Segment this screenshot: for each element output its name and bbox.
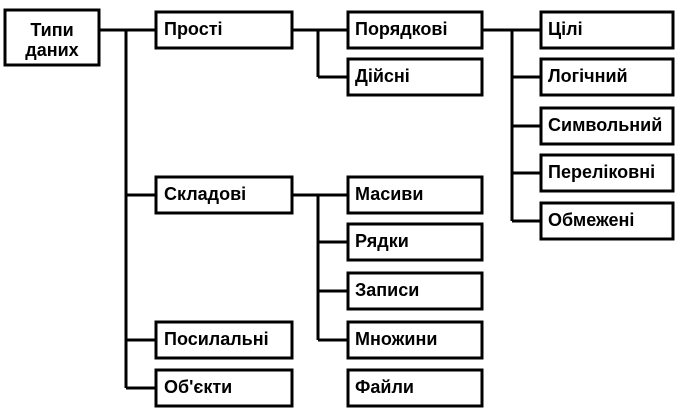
node-objects-label: Об'єкти (164, 377, 232, 397)
node-subrange: Обмежені (539, 201, 675, 241)
node-objects: Об'єкти (154, 368, 294, 408)
node-subrange-label: Обмежені (548, 210, 634, 230)
node-char-box (539, 106, 675, 146)
node-files: Файли (346, 368, 484, 408)
node-strings: Рядки (346, 222, 484, 262)
node-root-label-line1: Типи (30, 20, 73, 40)
node-objects-box (154, 368, 294, 408)
node-boolean: Логічний (539, 57, 675, 97)
node-enumerated: Переліковні (539, 153, 675, 193)
node-reference-box (154, 320, 294, 360)
node-enumerated-box (539, 153, 675, 193)
node-char: Символьний (539, 106, 675, 146)
node-root-label-line2: даних (25, 40, 78, 60)
node-root-box (3, 8, 101, 67)
node-boolean-label: Логічний (548, 66, 628, 86)
node-simple: Прості (154, 10, 294, 50)
node-strings-label: Рядки (355, 231, 409, 251)
node-char-label: Символьний (548, 115, 662, 135)
node-records-box (346, 271, 484, 311)
node-records-label: Записи (355, 280, 419, 300)
node-strings-box (346, 222, 484, 262)
node-arrays: Масиви (346, 175, 484, 215)
node-real: Дійсні (346, 57, 484, 97)
connectors (99, 28, 541, 390)
node-composite-label: Складові (164, 184, 246, 204)
node-composite: Складові (154, 175, 294, 215)
node-arrays-box (346, 175, 484, 215)
node-ordinal-box (346, 10, 484, 50)
node-sets: Множини (346, 320, 484, 360)
node-simple-box (154, 10, 294, 50)
node-files-label: Файли (355, 377, 414, 397)
node-ordinal-label: Порядкові (355, 19, 447, 39)
node-composite-box (154, 175, 294, 215)
node-reference: Посилальні (154, 320, 294, 360)
node-boolean-box (539, 57, 675, 97)
node-enumerated-label: Переліковні (548, 162, 655, 182)
node-files-box (346, 368, 484, 408)
node-arrays-label: Масиви (355, 184, 423, 204)
node-ordinal: Порядкові (346, 10, 484, 50)
node-sets-box (346, 320, 484, 360)
node-integer: Цілі (539, 10, 675, 50)
node-reference-label: Посилальні (164, 329, 269, 349)
node-sets-label: Множини (355, 329, 437, 349)
node-integer-box (539, 10, 675, 50)
node-records: Записи (346, 271, 484, 311)
node-integer-label: Цілі (548, 19, 583, 39)
node-simple-label: Прості (164, 19, 223, 39)
node-real-box (346, 57, 484, 97)
node-root: Типи даних (3, 8, 101, 67)
node-real-label: Дійсні (355, 66, 410, 86)
node-subrange-box (539, 201, 675, 241)
